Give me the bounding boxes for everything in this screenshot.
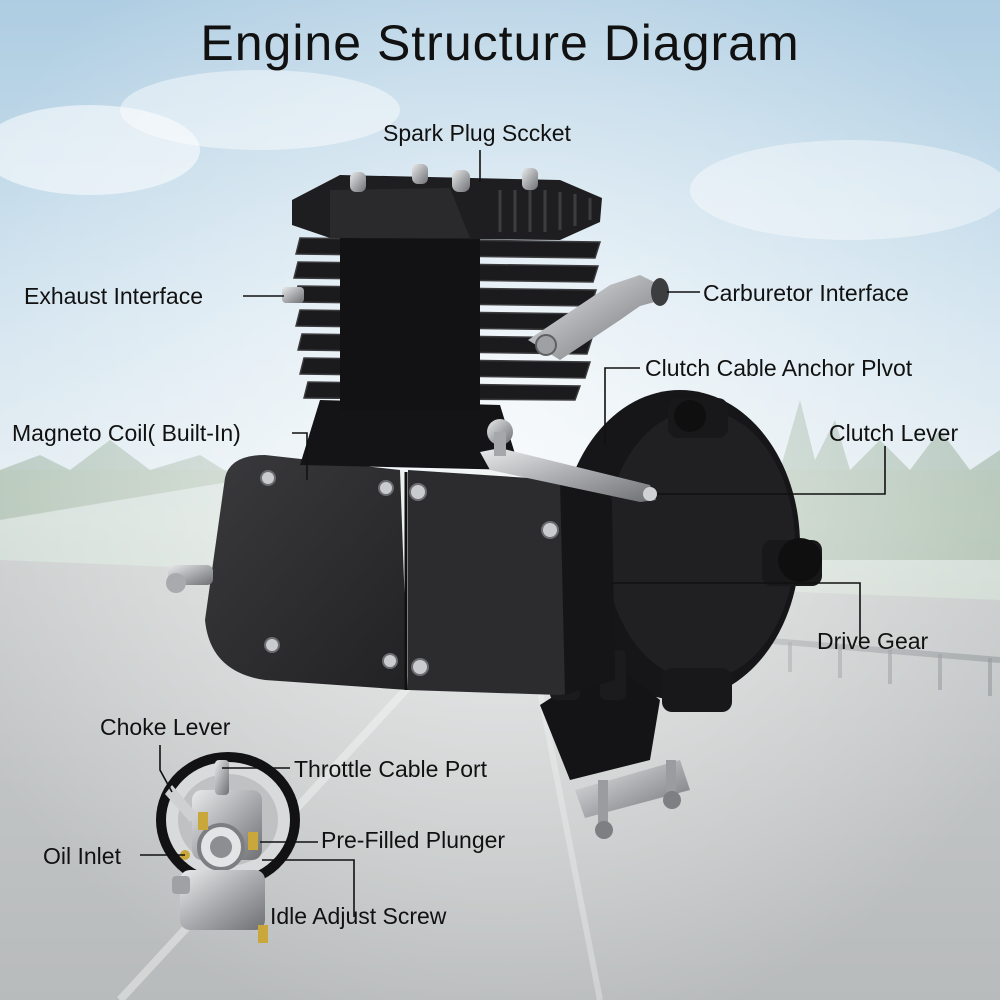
label-idle-adjust-screw: Idle Adjust Screw — [270, 903, 447, 929]
clutch-housing — [560, 390, 822, 712]
label-pre-filled-plunger: Pre-Filled Plunger — [321, 827, 506, 853]
cylinder-neck — [300, 400, 520, 470]
label-clutch-lever: Clutch Lever — [829, 420, 959, 446]
label-spark-plug-socket: Spark Plug Sccket — [383, 120, 571, 146]
clutch-lever-arm — [480, 419, 657, 502]
label-throttle-cable-port: Throttle Cable Port — [294, 756, 488, 782]
leader-clutch-cable — [604, 367, 640, 445]
label-clutch-cable-anchor: Clutch Cable Anchor Plvot — [645, 355, 913, 381]
label-choke-lever: Choke Lever — [100, 714, 231, 740]
label-magneto-coil: Magneto Coil( Built-In) — [12, 420, 241, 446]
leader-magneto — [292, 432, 308, 480]
leader-idle — [262, 859, 355, 917]
exhaust-stud — [282, 287, 304, 303]
leader-clutch-lever — [657, 446, 886, 495]
leader-drive-gear — [610, 582, 861, 640]
left-stud — [166, 565, 213, 593]
label-exhaust-interface: Exhaust Interface — [24, 283, 203, 309]
cylinder-head — [292, 164, 602, 240]
carburetor-inset — [156, 752, 300, 943]
leader-lines — [140, 150, 886, 917]
label-oil-inlet: Oil Inlet — [43, 843, 121, 869]
crankcase-cover — [205, 455, 615, 695]
cylinder-core — [340, 230, 480, 410]
label-drive-gear: Drive Gear — [817, 628, 929, 654]
leader-choke — [159, 745, 173, 793]
label-carburetor-interface: Carburetor Interface — [703, 280, 909, 306]
intake-pipe — [528, 275, 669, 360]
page-title: Engine Structure Diagram — [200, 15, 800, 71]
